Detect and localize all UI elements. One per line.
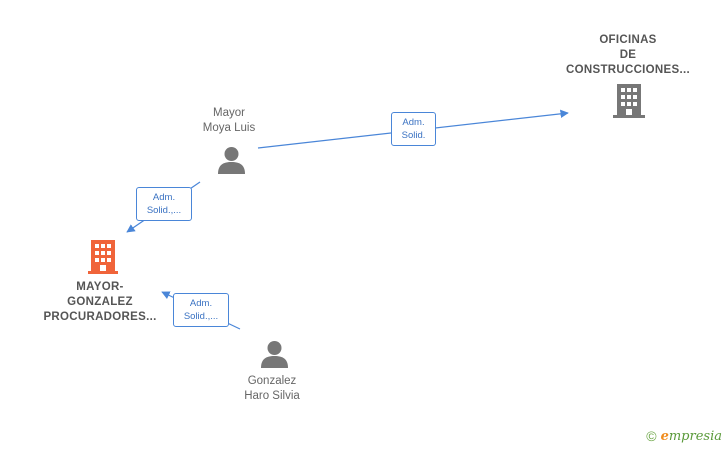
person-gonzalez-label[interactable]: Gonzalez Haro Silvia (222, 374, 322, 404)
person-mayor-label-line1: Mayor (213, 107, 245, 119)
company-top-label[interactable]: OFICINAS DE CONSTRUCCIONES... (558, 33, 698, 78)
edge-badge-line1: Adm. (152, 192, 176, 203)
edge-badge-mayor-to-top[interactable]: Adm. Solid. (391, 112, 436, 146)
company-main-label-line1: MAYOR- (76, 281, 124, 293)
company-top-label-line2: DE (619, 49, 637, 61)
company-main-label-line3: PROCURADORES... (43, 311, 157, 323)
edge-badge-line2: Solid.,... (183, 311, 219, 322)
company-top-label-line3: CONSTRUCCIONES... (566, 64, 690, 76)
edge-badge-mayor-to-main[interactable]: Adm. Solid.,... (136, 187, 192, 221)
brand-logo: empresia (661, 429, 722, 444)
brand-initial: e (660, 428, 669, 444)
company-main-label-line2: GONZALEZ (67, 296, 133, 308)
company-top-label-line1: OFICINAS (599, 34, 657, 46)
building-icon-highlight[interactable] (88, 240, 118, 274)
edge-badge-gonzalez-to-main[interactable]: Adm. Solid.,... (173, 293, 229, 327)
edge-badge-line2: Solid.,... (146, 205, 182, 216)
copyright-symbol: © (646, 428, 657, 444)
building-icon[interactable] (613, 84, 645, 118)
empresia-watermark: © empresia (646, 428, 722, 444)
brand-rest: mpresia (668, 428, 722, 444)
edge-badge-line1: Adm. (402, 117, 425, 128)
person-gonzalez-label-line2: Haro Silvia (244, 390, 300, 402)
person-mayor-label-line2: Moya Luis (202, 122, 256, 134)
person-gonzalez-label-line1: Gonzalez (247, 375, 297, 387)
company-main-label[interactable]: MAYOR- GONZALEZ PROCURADORES... (30, 280, 170, 325)
person-mayor-label[interactable]: Mayor Moya Luis (179, 106, 279, 136)
edge-badge-line1: Adm. (189, 298, 213, 309)
edge-badge-line2: Solid. (401, 130, 426, 141)
person-icon[interactable] (217, 146, 246, 175)
person-icon[interactable] (260, 340, 289, 369)
